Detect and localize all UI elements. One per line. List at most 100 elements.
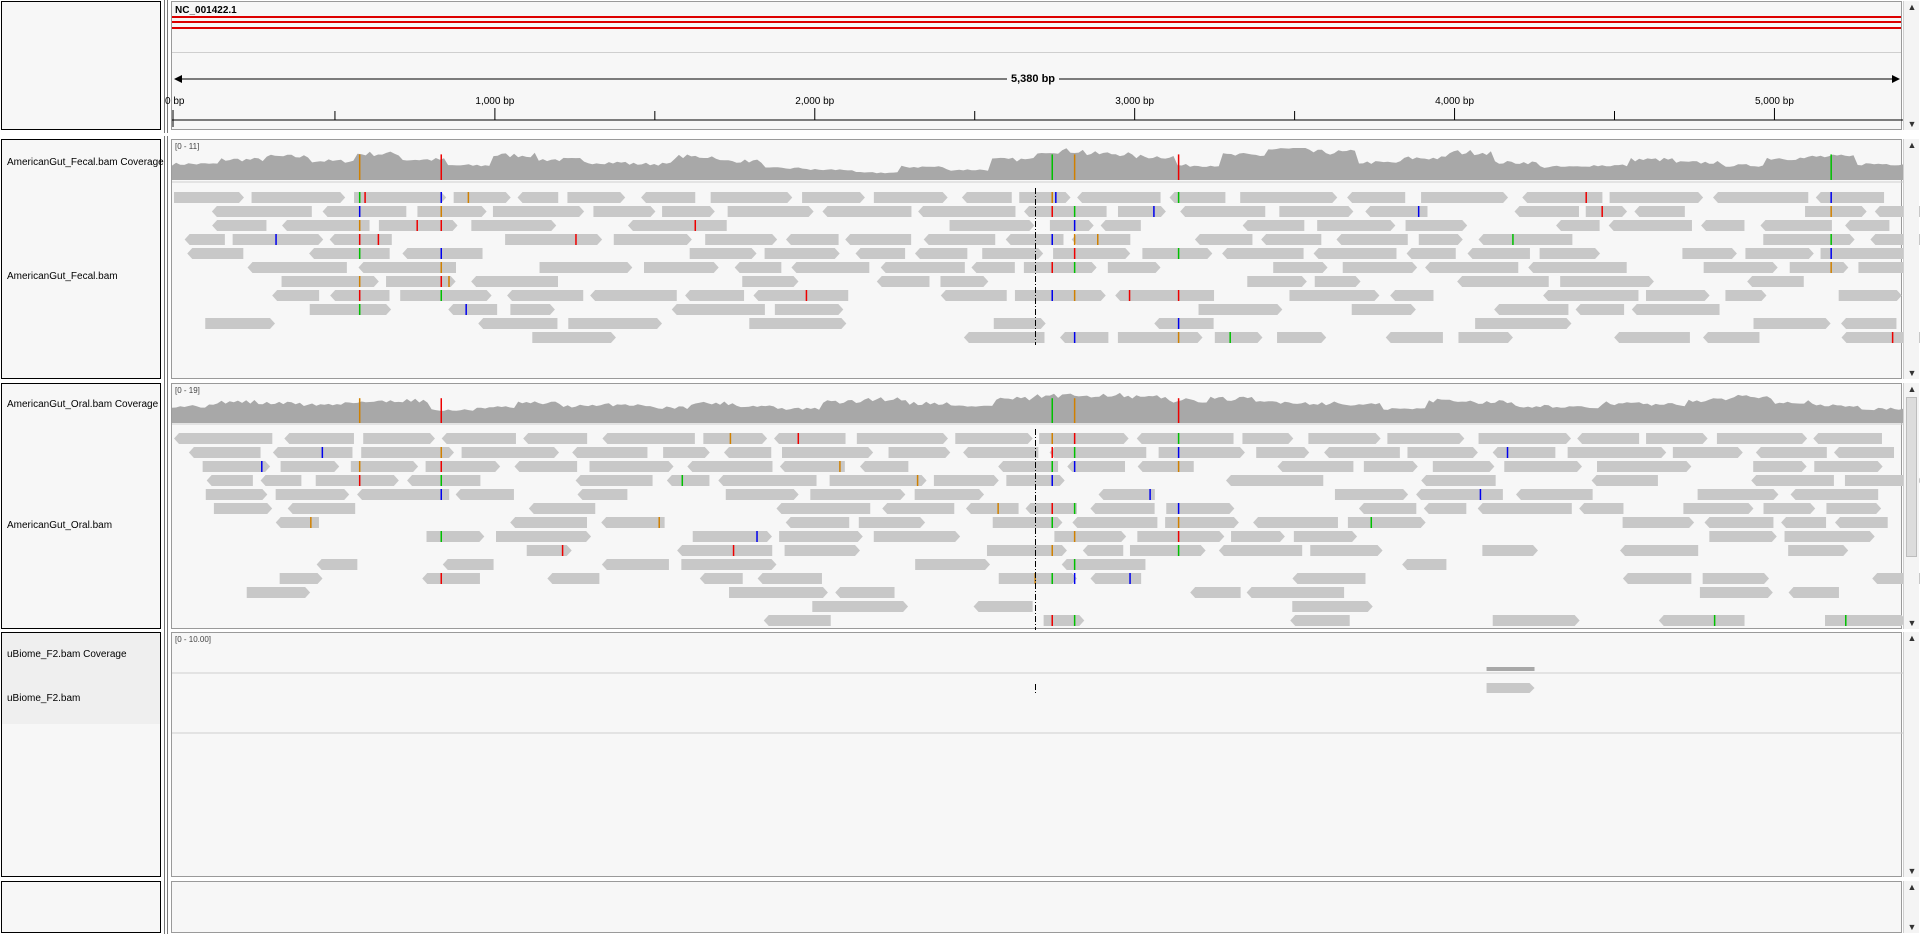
alignment-read[interactable] <box>681 559 777 570</box>
alignment-read[interactable] <box>1098 489 1155 500</box>
alignment-read[interactable] <box>1240 192 1338 203</box>
alignment-read[interactable] <box>1841 318 1897 329</box>
mismatch-mark[interactable] <box>1073 573 1076 584</box>
mismatch-mark[interactable] <box>440 475 443 486</box>
coverage-allele-mark[interactable] <box>1177 154 1180 180</box>
alignment-read[interactable] <box>188 447 261 458</box>
alignment-read[interactable] <box>1457 276 1549 287</box>
alignment-read[interactable] <box>572 447 648 458</box>
mismatch-mark[interactable] <box>1073 234 1076 245</box>
alignment-read[interactable] <box>845 234 912 245</box>
alignment-read[interactable] <box>1492 615 1580 626</box>
mismatch-mark[interactable] <box>1051 615 1053 626</box>
alignment-read[interactable] <box>876 276 930 287</box>
alignment-read[interactable] <box>812 601 909 612</box>
alignment-read[interactable] <box>1061 559 1146 570</box>
alignment-read[interactable] <box>923 234 996 245</box>
mismatch-mark[interactable] <box>1073 433 1076 444</box>
alignment-read[interactable] <box>417 206 487 217</box>
alignment-read[interactable] <box>1053 248 1131 259</box>
mismatch-mark[interactable] <box>440 573 443 584</box>
alignment-read[interactable] <box>613 234 692 245</box>
alignment-read[interactable] <box>315 475 399 486</box>
alignment-read[interactable] <box>1198 304 1283 315</box>
alignment-read[interactable] <box>1289 290 1380 301</box>
alignment-read[interactable] <box>547 573 600 584</box>
mismatch-mark[interactable] <box>440 192 443 203</box>
alignment-read[interactable] <box>1577 433 1640 444</box>
alignment-read[interactable] <box>774 433 846 444</box>
mismatch-mark[interactable] <box>1370 517 1373 528</box>
alignment-read[interactable] <box>1407 447 1478 458</box>
alignment-read[interactable] <box>1100 220 1141 231</box>
mismatch-mark[interactable] <box>1051 461 1053 472</box>
alignment-read[interactable] <box>1747 276 1804 287</box>
alignment-read[interactable] <box>687 461 773 472</box>
alignment-read[interactable] <box>1716 433 1808 444</box>
alignment-read[interactable] <box>888 447 951 458</box>
scroll-down-icon[interactable]: ▼ <box>1907 922 1917 932</box>
mismatch-mark[interactable] <box>1713 615 1716 626</box>
alignment-read[interactable] <box>1387 433 1465 444</box>
alignment-read[interactable] <box>455 489 514 500</box>
alignment-read[interactable] <box>1054 531 1127 542</box>
alignment-read[interactable] <box>829 475 927 486</box>
mismatch-mark[interactable] <box>358 304 361 315</box>
mismatch-mark[interactable] <box>1051 290 1053 301</box>
alignment-read[interactable] <box>1713 192 1809 203</box>
mismatch-mark[interactable] <box>440 220 443 231</box>
alignment-read[interactable] <box>1256 447 1310 458</box>
mismatch-mark[interactable] <box>440 531 443 542</box>
mismatch-mark[interactable] <box>275 234 277 245</box>
alignment-read[interactable] <box>699 573 743 584</box>
fecal-name-panel[interactable]: AmericanGut_Fecal.bam Coverage AmericanG… <box>1 139 164 379</box>
alignment-read[interactable] <box>1815 192 1885 203</box>
alignment-read[interactable] <box>402 248 483 259</box>
mismatch-mark[interactable] <box>1177 332 1180 343</box>
coverage-histogram[interactable] <box>1486 667 1535 671</box>
alignment-read[interactable] <box>526 545 572 556</box>
alignment-read[interactable] <box>329 234 392 245</box>
alignment-read[interactable] <box>1725 290 1767 301</box>
alignment-read[interactable] <box>785 234 839 245</box>
oral-coverage-track-name[interactable]: AmericanGut_Oral.bam Coverage <box>7 399 159 410</box>
alignment-read[interactable] <box>1751 475 1834 486</box>
alignment-read[interactable] <box>1024 206 1107 217</box>
alignment-read[interactable] <box>856 433 948 444</box>
alignment-read[interactable] <box>1844 475 1920 486</box>
alignment-read[interactable] <box>718 475 817 486</box>
mismatch-mark[interactable] <box>358 206 361 217</box>
alignment-read[interactable] <box>1023 262 1097 273</box>
mismatch-mark[interactable] <box>1830 192 1832 203</box>
scroll-up-icon[interactable]: ▲ <box>1907 140 1917 150</box>
alignment-read[interactable] <box>1242 220 1305 231</box>
mismatch-mark[interactable] <box>1177 318 1180 329</box>
alignment-read[interactable] <box>1314 276 1361 287</box>
alignment-read[interactable] <box>791 262 870 273</box>
alignment-read[interactable] <box>1597 461 1692 472</box>
alignment-read[interactable] <box>601 559 669 570</box>
alignment-read[interactable] <box>1005 234 1064 245</box>
alignment-read[interactable] <box>963 332 1045 343</box>
alignment-read[interactable] <box>1082 545 1124 556</box>
span-arrow-left-icon[interactable] <box>174 75 182 83</box>
alignment-read[interactable] <box>1060 332 1109 343</box>
mismatch-mark[interactable] <box>1177 248 1180 259</box>
alignment-read[interactable] <box>378 220 458 231</box>
alignment-read[interactable] <box>1334 489 1409 500</box>
alignment-read[interactable] <box>448 304 498 315</box>
alignment-read[interactable] <box>1290 615 1350 626</box>
alignment-read[interactable] <box>1702 573 1770 584</box>
mismatch-mark[interactable] <box>1177 192 1180 203</box>
alignment-read[interactable] <box>1117 206 1166 217</box>
mismatch-mark[interactable] <box>1051 234 1053 245</box>
mismatch-mark[interactable] <box>1051 447 1053 458</box>
alignment-read[interactable] <box>1494 304 1569 315</box>
alignment-read[interactable] <box>710 192 793 203</box>
alignment-read[interactable] <box>753 290 849 301</box>
alignment-read[interactable] <box>992 517 1063 528</box>
coverage-allele-mark[interactable] <box>1073 398 1076 423</box>
mismatch-mark[interactable] <box>1051 475 1053 486</box>
alignment-read[interactable] <box>1293 531 1358 542</box>
oral-scroll-thumb[interactable] <box>1906 397 1917 557</box>
